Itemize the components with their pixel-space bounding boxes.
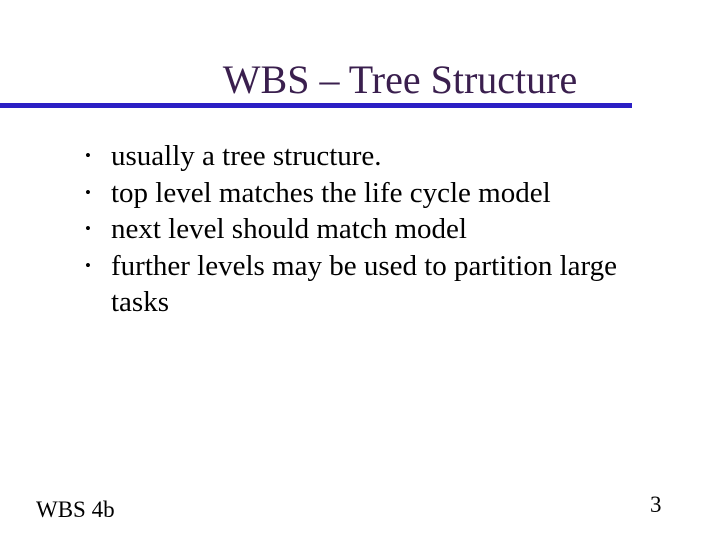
page-number: 3 [650, 492, 662, 517]
title-underline-rule [0, 103, 632, 108]
bullet-marker: • [85, 255, 91, 275]
bullet-list: • usually a tree structure. • top level … [0, 138, 720, 321]
bullet-item: • further levels may be used to partitio… [0, 248, 720, 321]
bullet-text: further levels may be used to partition … [111, 249, 617, 282]
bullet-text-continuation: tasks [111, 286, 169, 318]
bullet-marker: • [85, 219, 91, 238]
bullet-marker: • [85, 182, 91, 202]
bullet-item: • usually a tree structure. [0, 138, 720, 175]
bullet-text: usually a tree structure. [111, 140, 382, 172]
bullet-item: • next level should match model [0, 211, 720, 248]
slide-title: WBS – Tree Structure [222, 57, 578, 102]
bullet-text: top level matches the life cycle model [111, 176, 551, 209]
bullet-item: • top level matches the life cycle model [0, 175, 720, 212]
bullet-text: next level should match model [111, 213, 467, 245]
footer-label: WBS 4b [36, 497, 115, 522]
bullet-marker: • [85, 146, 91, 165]
